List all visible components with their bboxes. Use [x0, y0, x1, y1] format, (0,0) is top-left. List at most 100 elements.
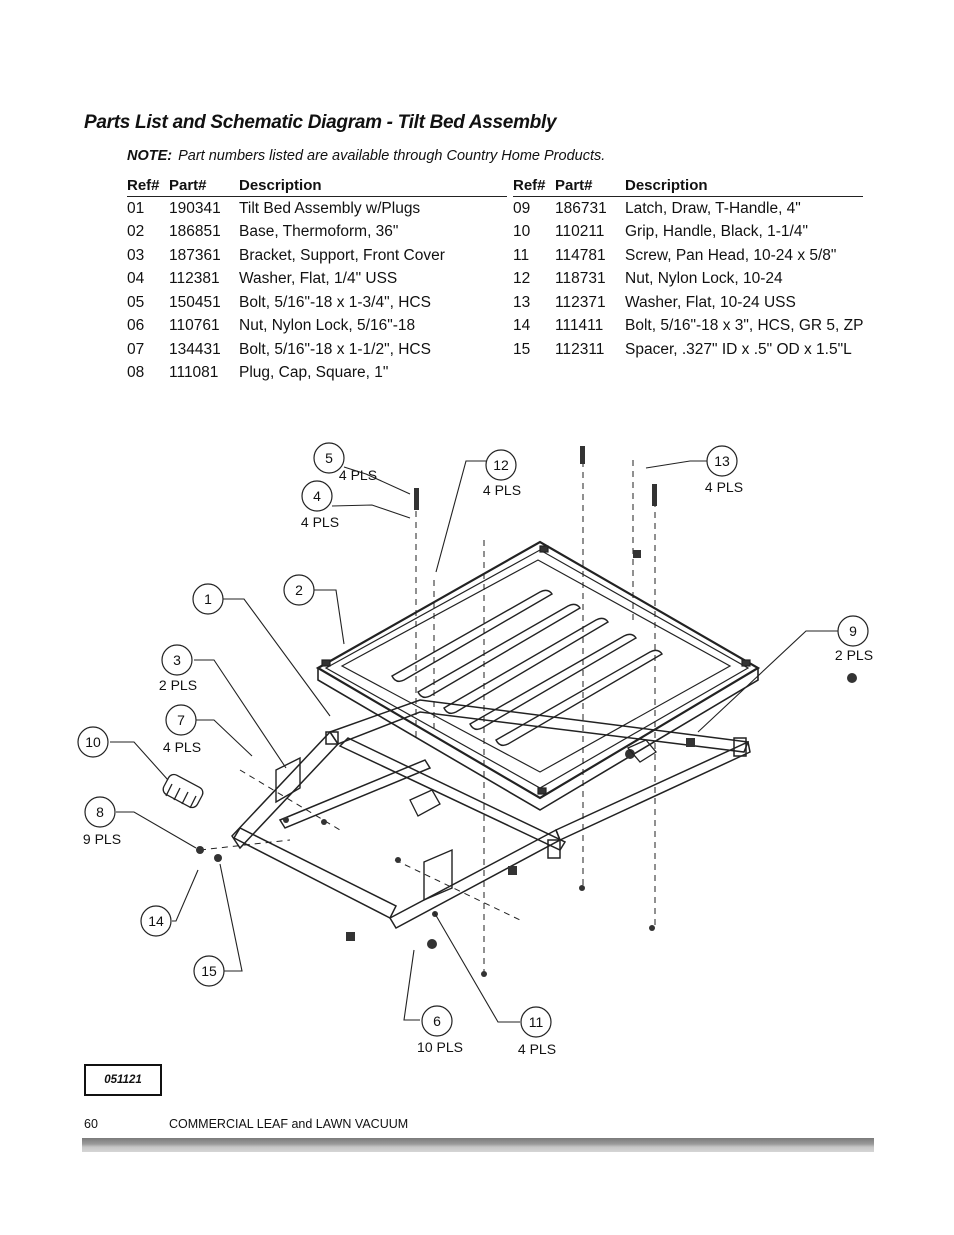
col-description: Description — [239, 175, 507, 197]
svg-text:10: 10 — [85, 734, 101, 750]
table-row: 01 190341 Tilt Bed Assembly w/Plugs — [127, 197, 507, 221]
part-description: Bolt, 5/16"-18 x 3", HCS, GR 5, ZP — [625, 317, 864, 335]
part-number: 134431 — [169, 340, 221, 358]
part-ref: 06 — [127, 317, 145, 335]
part-number: 110211 — [555, 223, 605, 241]
part-description: Latch, Draw, T-Handle, 4" — [625, 199, 801, 217]
drawing-code: 051121 — [84, 1064, 162, 1096]
part-description: Base, Thermoform, 36" — [239, 223, 399, 241]
part-ref: 04 — [127, 270, 145, 288]
note-label: NOTE: — [127, 148, 173, 164]
callout-10: 10 — [77, 726, 109, 758]
part-ref: 07 — [127, 340, 145, 358]
callout-7: 7 4 PLS — [163, 704, 201, 755]
part-number: 118731 — [555, 270, 606, 288]
table-row: 12 118731 Nut, Nylon Lock, 10-24 — [513, 268, 863, 292]
col-ref: Ref# — [127, 175, 169, 197]
part-ref: 11 — [513, 246, 530, 264]
part-ref: 02 — [127, 223, 145, 241]
callout-6: 6 10 PLS — [417, 1005, 463, 1055]
part-number: 112381 — [169, 270, 220, 288]
part-number: 112311 — [555, 340, 605, 358]
callout-5: 5 4 PLS — [313, 442, 377, 483]
part-ref: 09 — [513, 199, 531, 217]
part-description: Nut, Nylon Lock, 5/16"-18 — [239, 317, 416, 335]
svg-text:4: 4 — [313, 488, 321, 504]
callout-2: 2 — [283, 574, 315, 606]
callout-13: 134 PLS — [705, 445, 743, 495]
part-description: Bolt, 5/16"-18 x 1-3/4", HCS — [239, 293, 431, 311]
svg-text:14: 14 — [148, 913, 164, 929]
thermoform-base-drawing — [315, 540, 761, 811]
col-description: Description — [625, 175, 864, 197]
callout-4: 44 PLS — [301, 480, 339, 530]
svg-text:1: 1 — [204, 591, 212, 607]
callout-9: 92 PLS — [835, 615, 873, 663]
part-number: 187361 — [169, 246, 221, 264]
callout-1: 1 — [192, 583, 224, 615]
part-number: 111081 — [169, 364, 219, 382]
note-text: Part numbers listed are available throug… — [178, 148, 606, 164]
part-ref: 08 — [127, 364, 145, 382]
table-row: 06 110761 Nut, Nylon Lock, 5/16"-18 — [127, 315, 507, 339]
table-row: 04 112381 Washer, Flat, 1/4" USS — [127, 268, 507, 292]
tilt-frame-drawing — [231, 699, 751, 929]
callout-14: 14 — [140, 905, 172, 937]
part-number: 111411 — [555, 317, 604, 335]
part-ref: 05 — [127, 293, 145, 311]
part-number: 186731 — [555, 199, 607, 217]
part-description: Spacer, .327" ID x .5" OD x 1.5"L — [625, 340, 852, 358]
svg-text:11: 11 — [529, 1014, 544, 1030]
part-description: Washer, Flat, 1/4" USS — [239, 270, 398, 288]
svg-text:4 PLS: 4 PLS — [483, 482, 521, 498]
footer-title: COMMERCIAL LEAF and LAWN VACUUM — [169, 1117, 409, 1131]
svg-text:9 PLS: 9 PLS — [83, 831, 121, 847]
svg-text:10 PLS: 10 PLS — [417, 1039, 463, 1055]
part-description: Washer, Flat, 10-24 USS — [625, 293, 796, 311]
part-number: 114781 — [555, 246, 606, 264]
footer-bar — [82, 1138, 874, 1152]
part-number: 186851 — [169, 223, 221, 241]
latch-drawing — [409, 739, 657, 817]
svg-text:5: 5 — [325, 450, 333, 466]
svg-text:6: 6 — [433, 1013, 441, 1029]
part-description: Tilt Bed Assembly w/Plugs — [239, 199, 421, 217]
callout-12: 12 4 PLS — [483, 449, 521, 498]
part-description: Screw, Pan Head, 10-24 x 5/8" — [625, 246, 837, 264]
part-ref: 13 — [513, 293, 531, 311]
table-row: 11 114781 Screw, Pan Head, 10-24 x 5/8" — [513, 244, 863, 268]
part-description: Plug, Cap, Square, 1" — [239, 364, 389, 382]
callout-11: 114 PLS — [518, 1006, 556, 1057]
part-description: Nut, Nylon Lock, 10-24 — [625, 270, 783, 288]
page-title: Parts List and Schematic Diagram - Tilt … — [84, 112, 557, 133]
svg-text:7: 7 — [177, 712, 185, 728]
part-ref: 14 — [513, 317, 531, 335]
page-number: 60 — [84, 1117, 98, 1131]
part-ref: 01 — [127, 199, 145, 217]
svg-text:2 PLS: 2 PLS — [835, 647, 873, 663]
svg-text:4 PLS: 4 PLS — [339, 467, 377, 483]
callout-15: 15 — [193, 955, 225, 987]
table-row: 09 186731 Latch, Draw, T-Handle, 4" — [513, 197, 863, 221]
part-number: 190341 — [169, 199, 221, 217]
part-number: 112371 — [555, 293, 606, 311]
part-ref: 10 — [513, 223, 531, 241]
svg-text:4 PLS: 4 PLS — [163, 739, 201, 755]
svg-text:3: 3 — [173, 652, 181, 668]
svg-text:13: 13 — [714, 453, 730, 469]
note: NOTE: Part numbers listed are available t… — [127, 148, 605, 164]
col-part: Part# — [555, 175, 625, 197]
col-ref: Ref# — [513, 175, 555, 197]
callout-8: 89 PLS — [83, 796, 121, 847]
part-number: 110761 — [169, 317, 220, 335]
table-row: 08 111081 Plug, Cap, Square, 1" — [127, 362, 507, 386]
svg-text:12: 12 — [493, 457, 509, 473]
callout-3: 3 2 PLS — [159, 644, 197, 693]
col-part: Part# — [169, 175, 239, 197]
handle-grip-drawing — [162, 773, 204, 809]
svg-text:2 PLS: 2 PLS — [159, 677, 197, 693]
part-number: 150451 — [169, 293, 221, 311]
parts-table-left: Ref# Part# Description 01 190341 Tilt Bed … — [127, 175, 507, 385]
part-ref: 12 — [513, 270, 531, 288]
